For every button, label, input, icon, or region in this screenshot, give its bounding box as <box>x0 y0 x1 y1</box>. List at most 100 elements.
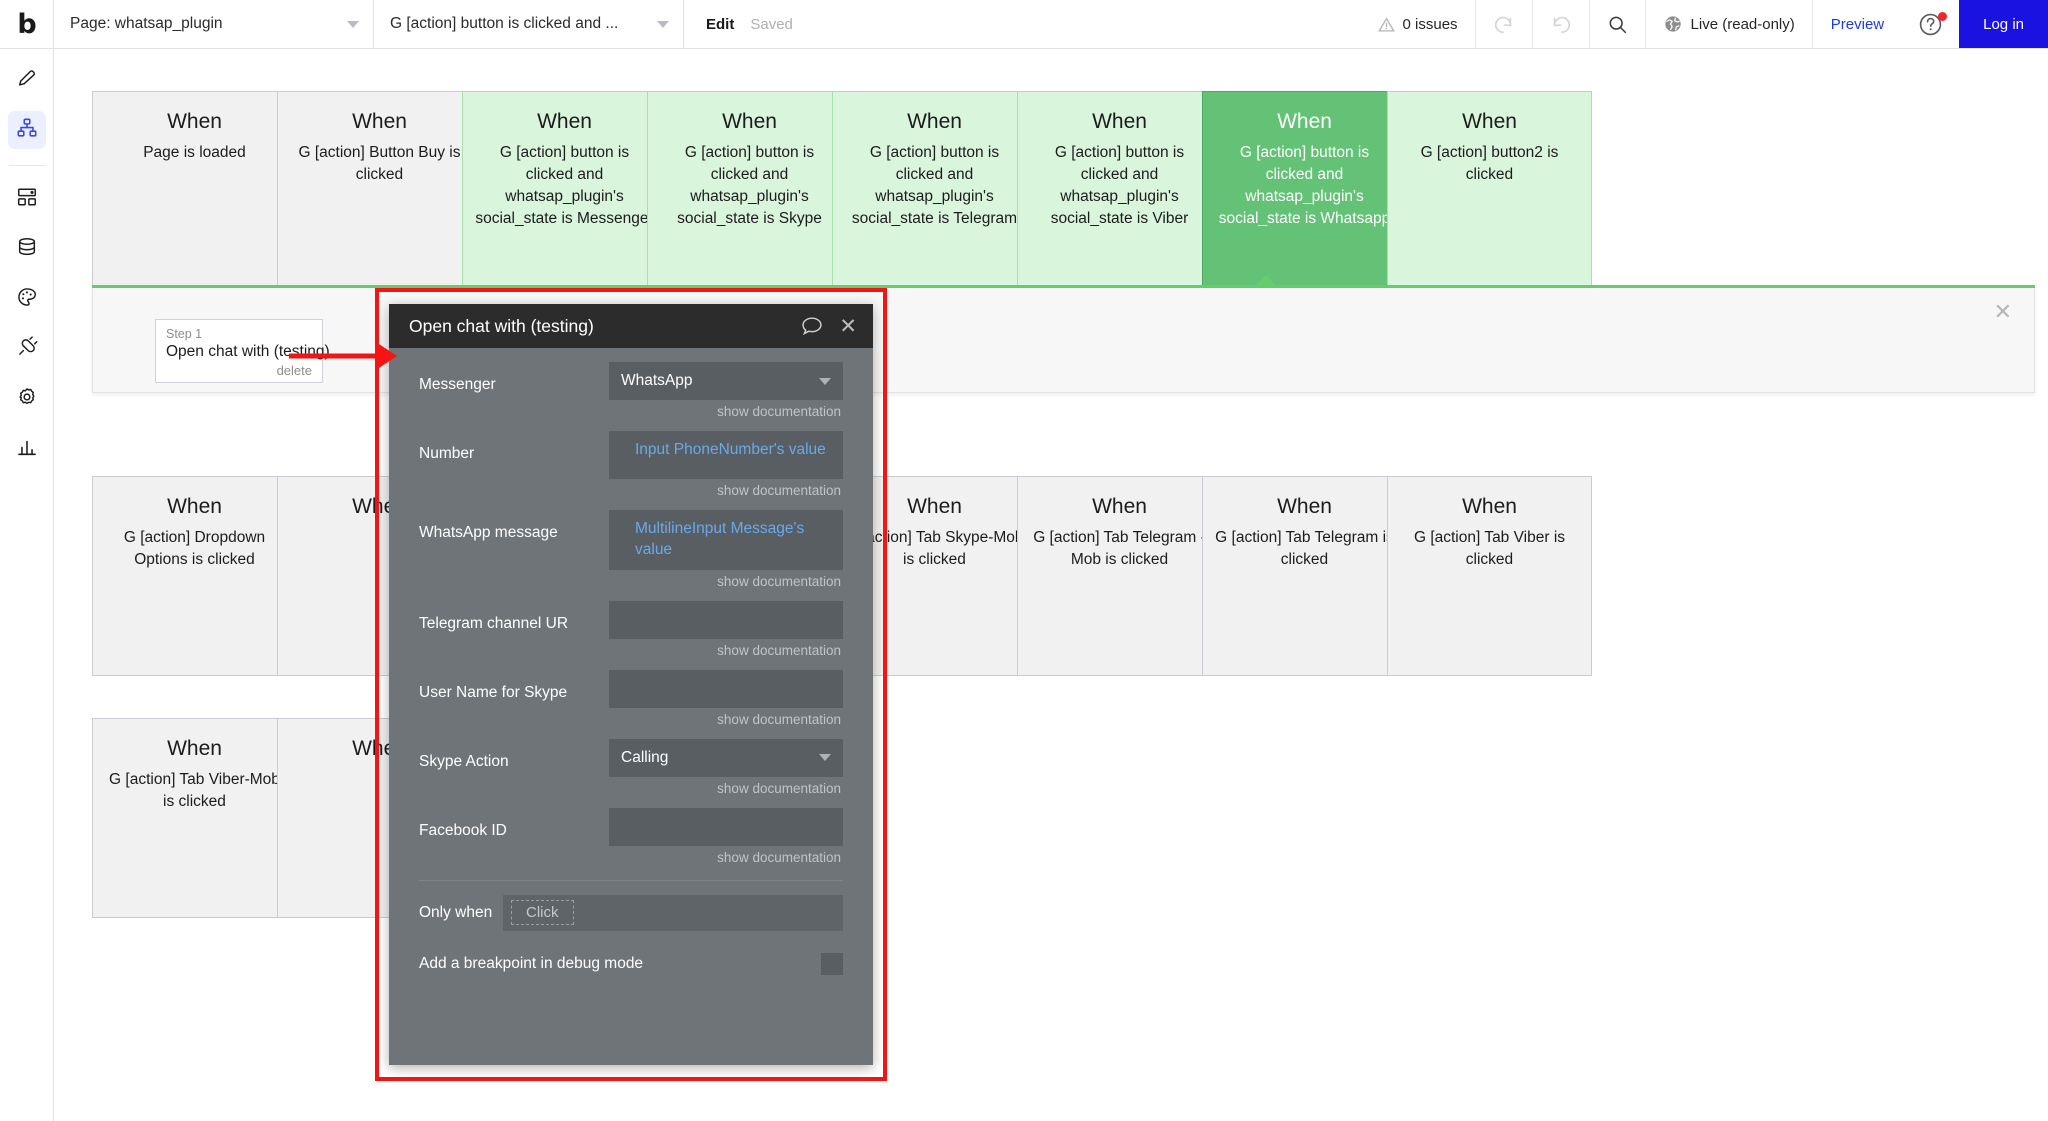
field-control: show documentation <box>609 807 843 874</box>
show-documentation-link[interactable]: show documentation <box>717 780 841 796</box>
modal-header: Open chat with (testing) ✕ <box>389 304 873 348</box>
edit-status-group: Edit Saved <box>684 0 815 48</box>
step-number-label: Step 1 <box>166 327 203 341</box>
logo-text: b <box>17 8 36 40</box>
event-card-social-messenger[interactable]: When G [action] button is clicked and wh… <box>462 91 667 291</box>
event-card-social-skype[interactable]: When G [action] button is clicked and wh… <box>647 91 852 291</box>
field-row-number: Number Input PhoneNumber's value show do… <box>419 431 843 507</box>
undo-button[interactable] <box>1474 0 1532 48</box>
event-card-social-telegram[interactable]: When G [action] button is clicked and wh… <box>832 91 1037 291</box>
event-card-title: When <box>1462 495 1517 518</box>
show-documentation-link[interactable]: show documentation <box>717 573 841 589</box>
sidebar-item-plugins[interactable] <box>8 330 46 368</box>
database-icon <box>16 236 38 263</box>
field-row-messenger: Messenger WhatsApp show documentation <box>419 362 843 428</box>
event-card-tab-viber-mob[interactable]: When G [action] Tab Viber-Mob is clicked <box>92 718 297 918</box>
breakpoint-checkbox[interactable] <box>821 952 843 975</box>
show-documentation-link[interactable]: show documentation <box>717 483 841 498</box>
version-selector[interactable]: Live (read-only) <box>1644 0 1812 48</box>
event-card-button-buy[interactable]: When G [action] Button Buy is clicked <box>277 91 482 291</box>
issues-label: 0 issues <box>1402 15 1458 33</box>
skype-username-input[interactable] <box>609 669 843 708</box>
login-label: Log in <box>1983 15 2024 33</box>
sidebar-item-settings[interactable] <box>8 380 46 418</box>
event-card-page-loaded[interactable]: When Page is loaded <box>92 91 297 291</box>
workflow-strip-pointer <box>1254 275 1278 287</box>
event-card-tab-telegram[interactable]: When G [action] Tab Telegram is clicked <box>1202 476 1407 676</box>
event-card-social-viber[interactable]: When G [action] button is clicked and wh… <box>1017 91 1222 291</box>
breakpoint-row: Add a breakpoint in debug mode <box>419 952 843 975</box>
sidebar-divider <box>8 165 45 166</box>
sidebar-item-workflow[interactable] <box>7 111 46 149</box>
field-label: Number <box>419 445 475 462</box>
event-card-dropdown-options[interactable]: When G [action] Dropdown Options is clic… <box>92 476 297 676</box>
annotation-arrow <box>289 344 397 368</box>
preview-button[interactable]: Preview <box>1811 0 1902 48</box>
show-documentation-link[interactable]: show documentation <box>717 849 841 865</box>
close-icon[interactable]: ✕ <box>1993 300 2012 325</box>
palette-icon <box>16 286 38 313</box>
sidebar-item-logs[interactable] <box>8 430 46 468</box>
field-row-whatsapp-message: WhatsApp message MultilineInput Message'… <box>419 510 843 598</box>
only-when-condition-input[interactable]: Click <box>503 894 843 931</box>
modal-divider <box>419 879 843 881</box>
event-selector-dropdown[interactable]: G [action] button is clicked and ... <box>374 0 684 48</box>
event-card-tab-telegram-mob[interactable]: When G [action] Tab Telegram - Mob is cl… <box>1017 476 1222 676</box>
close-icon[interactable]: ✕ <box>839 313 857 338</box>
toolbar-spacer <box>815 0 1361 48</box>
redo-button[interactable] <box>1531 0 1589 48</box>
bubble-logo[interactable]: b <box>0 0 54 48</box>
help-button[interactable] <box>1902 0 1959 48</box>
speech-bubble-icon[interactable] <box>801 316 823 336</box>
workflow-step-1[interactable]: Step 1 Open chat with (testing) delete <box>155 319 330 384</box>
modal-title: Open chat with (testing) <box>409 315 594 336</box>
event-card-title: When <box>537 110 592 133</box>
step-delete-button[interactable]: delete <box>276 363 312 379</box>
field-row-telegram-channel: Telegram channel UR show documentation <box>419 600 843 667</box>
version-label: Live (read-only) <box>1690 15 1795 33</box>
event-card-button2[interactable]: When G [action] button2 is clicked <box>1387 91 1592 291</box>
event-card-desc: G [action] button is clicked and whatsap… <box>851 144 1018 228</box>
event-card-tab-viber[interactable]: When G [action] Tab Viber is clicked <box>1387 476 1592 676</box>
messenger-select[interactable]: WhatsApp <box>609 362 843 400</box>
facebook-id-input[interactable] <box>609 807 843 846</box>
chevron-down-icon <box>657 20 669 28</box>
search-button[interactable] <box>1588 0 1645 48</box>
event-card-title: When <box>1277 110 1332 133</box>
event-card-desc: G [action] Dropdown Options is clicked <box>123 529 266 569</box>
preview-label: Preview <box>1830 15 1885 33</box>
sidebar-item-design[interactable] <box>8 61 46 99</box>
telegram-channel-input[interactable] <box>609 600 843 639</box>
event-card-title: When <box>1277 495 1332 518</box>
bar-chart-icon <box>16 436 38 463</box>
sidebar-item-data-layout[interactable] <box>8 180 46 218</box>
whatsapp-message-input[interactable]: MultilineInput Message's value <box>609 510 843 570</box>
sidebar-item-styles[interactable] <box>8 280 46 318</box>
skype-action-select[interactable]: Calling <box>609 738 843 777</box>
only-when-placeholder: Click <box>511 900 574 926</box>
plug-icon <box>16 335 38 363</box>
event-card-desc: G [action] button is clicked and whatsap… <box>1050 144 1189 228</box>
event-card-social-whatsapp[interactable]: When G [action] button is clicked and wh… <box>1202 91 1407 291</box>
event-card-title: When <box>167 737 222 760</box>
warning-triangle-icon <box>1377 16 1395 33</box>
show-documentation-link[interactable]: show documentation <box>717 711 841 727</box>
event-card-title: When <box>722 110 777 133</box>
page-selector-dropdown[interactable]: Page: whatsap_plugin <box>54 0 374 48</box>
event-card-title: When <box>167 110 222 133</box>
issues-button[interactable]: 0 issues <box>1361 0 1475 48</box>
left-sidebar <box>0 49 54 1121</box>
field-control: Calling show documentation <box>609 738 843 805</box>
event-card-desc: G [action] Tab Viber-Mob is clicked <box>109 771 280 811</box>
field-row-facebook-id: Facebook ID show documentation <box>419 807 843 874</box>
login-button[interactable]: Log in <box>1959 0 2048 48</box>
breakpoint-label: Add a breakpoint in debug mode <box>419 954 644 972</box>
show-documentation-link[interactable]: show documentation <box>717 642 841 658</box>
sidebar-item-data[interactable] <box>8 230 46 268</box>
workflow-hierarchy-icon <box>16 117 38 144</box>
number-input[interactable]: Input PhoneNumber's value <box>609 431 843 479</box>
field-label: WhatsApp message <box>419 524 558 541</box>
saved-label: Saved <box>750 15 793 33</box>
show-documentation-link[interactable]: show documentation <box>717 404 841 419</box>
event-card-desc: Page is loaded <box>143 144 246 162</box>
